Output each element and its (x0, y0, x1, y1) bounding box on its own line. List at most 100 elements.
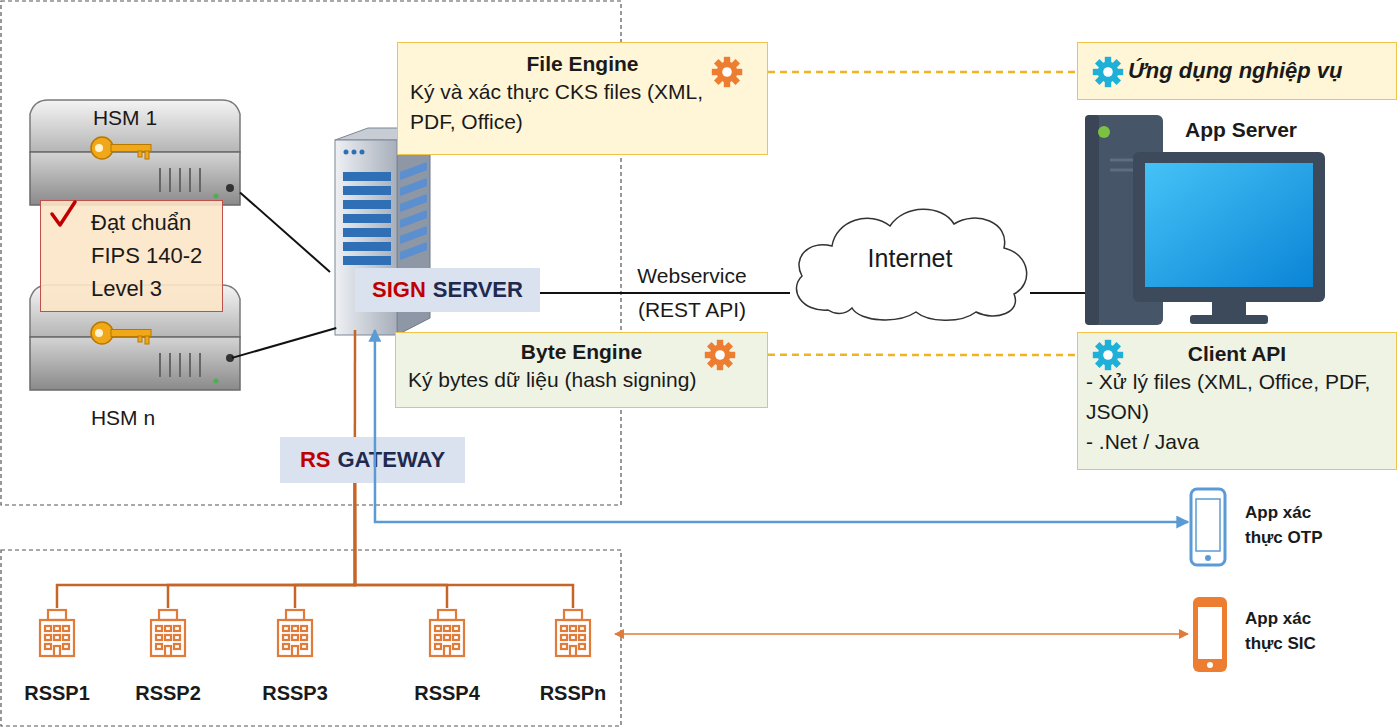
hsm-illustration (169, 168, 171, 192)
otp-app: App xác thực OTP (1188, 488, 1353, 568)
node-label: App xác thực SIC (1245, 606, 1337, 656)
hsm-illustration (159, 353, 161, 377)
building-icon (556, 610, 590, 656)
hsm-illustration (179, 168, 181, 192)
sign-server: SIGN SERVER (330, 130, 540, 330)
phone-icon (1193, 597, 1227, 672)
hsm-illustration (91, 322, 151, 344)
rssp-provider: RSSP4 (405, 608, 489, 708)
server-tower (360, 150, 365, 155)
node-label: Ứng dụng nghiệp vụ (1128, 43, 1396, 98)
node-label: Đạt chuẩn FIPS 140-2 Level 3 (91, 206, 216, 305)
server-tower (343, 214, 391, 223)
node-label: App Server (1185, 118, 1325, 142)
connector (355, 483, 447, 608)
node-label: HSM 1 (30, 106, 220, 130)
server-tower (344, 150, 349, 155)
app-box: Ứng dụng nghiệp vụ (1077, 42, 1397, 100)
connector (295, 483, 355, 608)
hsm-illustration (91, 137, 151, 159)
server-tower (400, 178, 427, 196)
connector (232, 328, 336, 358)
hsm-illustration (160, 353, 200, 377)
connector (540, 292, 790, 294)
node-label: RSSP3 (253, 682, 337, 708)
node-text: - Xử lý files (XML, Office, PDF, JSON) (1078, 367, 1396, 427)
server-tower (400, 242, 427, 260)
hsm-illustration (199, 168, 201, 192)
node-label: Byte Engine (396, 333, 767, 365)
edge-label: Webservice (REST API) (622, 259, 762, 327)
engine-box: Byte EngineKý bytes dữ liệu (hash signin… (395, 332, 768, 408)
computer-illustration (1212, 302, 1246, 316)
node-label: HSM n (30, 406, 216, 430)
node-label: RSSP1 (15, 682, 99, 708)
hsm-illustration (189, 168, 191, 192)
standard-note: Đạt chuẩn FIPS 140-2 Level 3 (40, 200, 223, 312)
client-api-box: Client API- Xử lý files (XML, Office, PD… (1077, 332, 1397, 470)
connector (768, 354, 1077, 357)
hsm-illustration (214, 379, 219, 384)
server-tower (400, 210, 427, 228)
hsm-illustration (214, 194, 219, 199)
phone-icon (1191, 489, 1225, 565)
hsm-illustration (160, 168, 200, 192)
server-tower (343, 200, 391, 209)
node-label: App xác thực OTP (1245, 500, 1337, 550)
node-label: SIGN (372, 277, 426, 303)
building-icon (40, 610, 74, 656)
hsm-illustration (169, 353, 171, 377)
app-server: App Server (1085, 115, 1325, 330)
building-icon (278, 610, 312, 656)
phone-icon (1198, 607, 1222, 659)
computer-illustration (1085, 115, 1325, 325)
server-tower (352, 150, 357, 155)
node-label: RSSP2 (126, 682, 210, 708)
hsm-server: HSM 1 (30, 100, 240, 205)
hsm-illustration (30, 100, 240, 205)
node-label: RSSP4 (405, 682, 489, 708)
internet-cloud: Internet (790, 200, 1030, 320)
node-text: SERVER (433, 277, 523, 303)
hsm-illustration (159, 168, 161, 192)
hsm-server: HSM n (30, 285, 240, 430)
group-frame (1, 550, 621, 726)
server-tower (343, 256, 391, 265)
server-tower (343, 172, 391, 181)
server-tower (343, 242, 391, 251)
computer-illustration (1145, 163, 1313, 287)
server-tower (400, 162, 427, 180)
hsm-illustration (30, 152, 240, 205)
hsm-illustration (189, 353, 191, 377)
connector (375, 330, 1188, 522)
connector (354, 330, 357, 437)
connector (57, 483, 355, 608)
connector (240, 192, 330, 272)
connector (355, 483, 573, 608)
connector (168, 483, 355, 608)
hsm-illustration (226, 354, 234, 362)
hsm-illustration (199, 353, 201, 377)
server-tower (400, 162, 427, 260)
phone-icon (1193, 597, 1227, 672)
phone-icon (1207, 662, 1213, 668)
node-label: RS (300, 447, 331, 473)
node-text: Ký bytes dữ liệu (hash signing) (396, 365, 708, 395)
rssp-provider: RSSP3 (253, 608, 337, 708)
hsm-illustration (179, 353, 181, 377)
server-tower (343, 172, 391, 265)
connector (615, 633, 1188, 635)
computer-illustration (1085, 115, 1099, 325)
computer-illustration (1190, 315, 1268, 324)
connector (1030, 292, 1085, 294)
rssp-provider: RSSP2 (126, 608, 210, 708)
label-box: SIGN SERVER (355, 268, 540, 312)
building-icon (151, 610, 185, 656)
connector (768, 71, 1077, 74)
rssp-provider: RSSPn (531, 608, 615, 708)
sic-app: App xác thực SIC (1188, 596, 1353, 672)
phone-icon (1191, 489, 1225, 565)
phone-icon (1205, 555, 1211, 561)
node-text: - .Net / Java (1078, 427, 1396, 457)
